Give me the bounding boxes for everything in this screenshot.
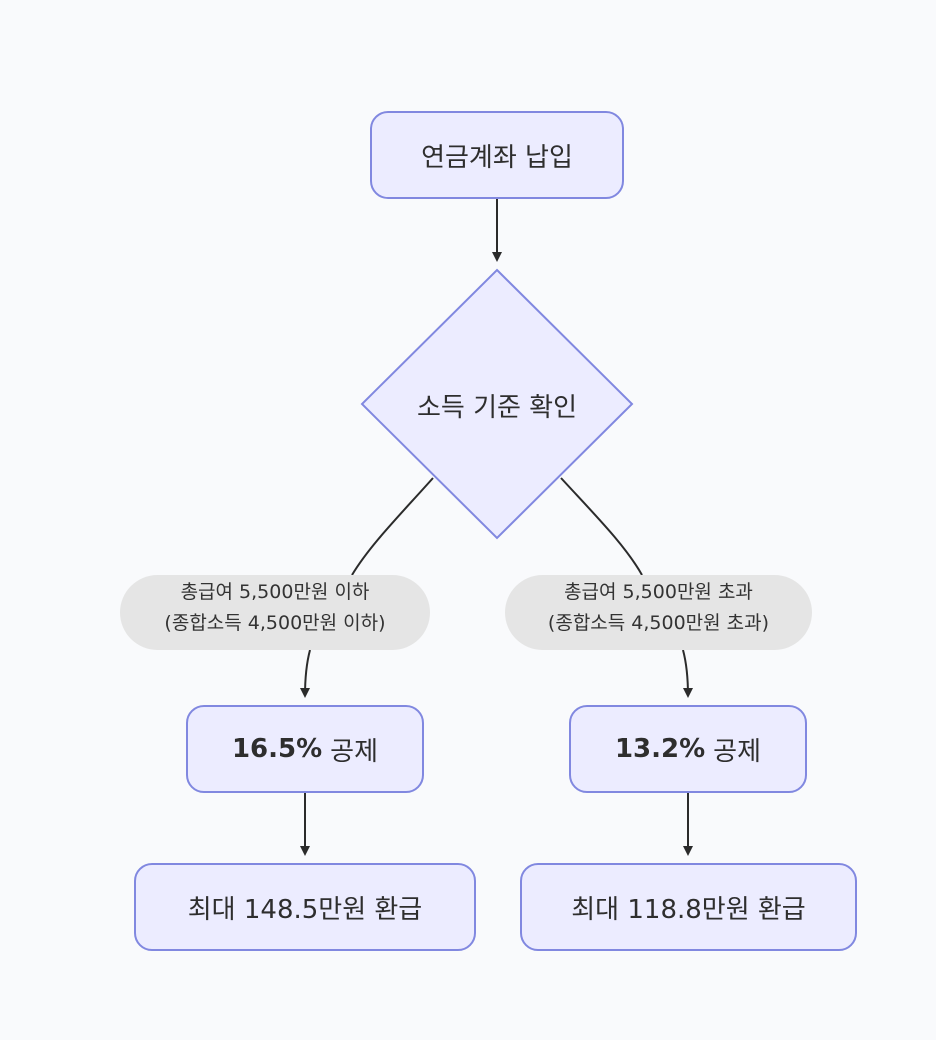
left-condition-label: 총급여 5,500만원 이하 (종합소득 4,500만원 이하) — [120, 575, 430, 650]
decision-diamond[interactable] — [360, 268, 634, 540]
decision-node-label: 소득 기준 확인 — [416, 392, 578, 423]
right-rate-value: 13.2% — [614, 734, 706, 764]
right-refund-node[interactable]: 최대 118.8만원 환급 — [520, 863, 857, 951]
edge-decision-to-left — [351, 477, 434, 576]
edge-decision-to-right — [560, 477, 643, 576]
start-node[interactable]: 연금계좌 납입 — [370, 111, 624, 199]
left-rate-node[interactable]: 16.5% 공제 — [186, 705, 424, 793]
right-rate-node[interactable]: 13.2% 공제 — [569, 705, 807, 793]
right-condition-line2: (종합소득 4,500만원 초과) — [547, 612, 770, 634]
edge-left-label-to-rate — [300, 649, 311, 698]
left-rate-label: 공제 — [330, 736, 379, 767]
left-condition-line2: (종합소득 4,500만원 이하) — [164, 612, 386, 634]
left-rate-value: 16.5% — [231, 734, 323, 764]
left-refund-label: 최대 148.5만원 환급 — [187, 894, 423, 925]
right-refund-label: 최대 118.8만원 환급 — [571, 894, 806, 925]
right-condition-line1: 총급여 5,500만원 초과 — [564, 581, 753, 603]
right-rate-label: 공제 — [713, 736, 762, 767]
left-refund-node[interactable]: 최대 148.5만원 환급 — [134, 863, 476, 951]
edge-right-label-to-rate — [682, 649, 693, 698]
right-condition-label: 총급여 5,500만원 초과 (종합소득 4,500만원 초과) — [505, 575, 812, 650]
start-node-label: 연금계좌 납입 — [421, 142, 573, 173]
left-condition-line1: 총급여 5,500만원 이하 — [180, 581, 370, 603]
